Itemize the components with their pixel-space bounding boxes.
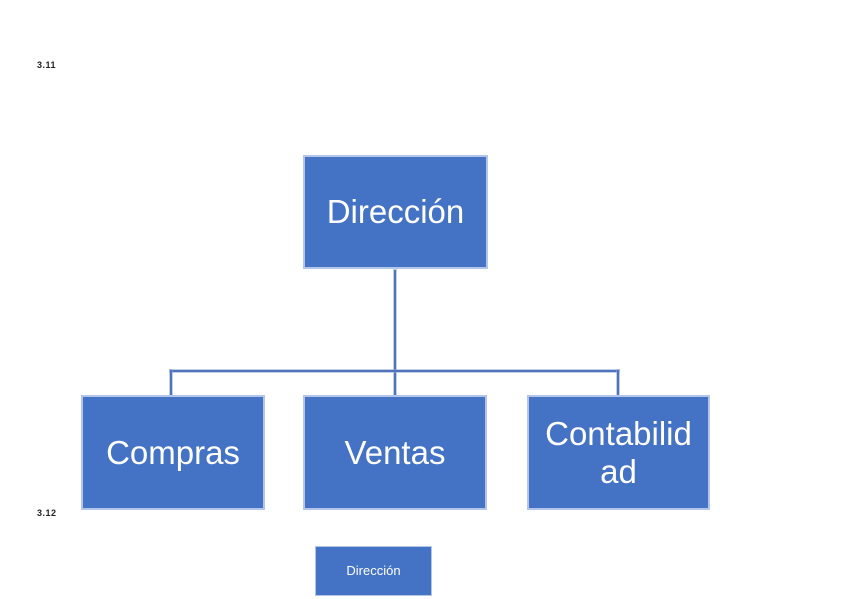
org-node-contabilidad-label-line2: ad <box>600 452 637 490</box>
figure-number-3-11: 3.11 <box>37 60 57 70</box>
org-node-ventas-label: Ventas <box>344 433 446 471</box>
org-node-ventas: Ventas <box>303 395 487 510</box>
org-node-direccion-label: Dirección <box>326 193 465 231</box>
connector-left-stub <box>170 370 172 395</box>
org-node-compras-label: Compras <box>106 433 240 471</box>
org-node-contabilidad: Contabilid ad <box>527 395 710 510</box>
org-node-direccion-small: Dirección <box>315 546 432 596</box>
connector-horizontal <box>170 370 619 372</box>
org-node-direccion-small-label: Dirección <box>346 562 401 578</box>
connector-root-vertical <box>394 270 396 395</box>
org-node-compras: Compras <box>81 395 265 510</box>
connector-right-stub <box>617 370 619 395</box>
figure-number-3-12: 3.12 <box>37 508 57 518</box>
org-node-direccion: Dirección <box>303 155 488 269</box>
org-node-contabilidad-label-line1: Contabilid <box>545 414 692 452</box>
